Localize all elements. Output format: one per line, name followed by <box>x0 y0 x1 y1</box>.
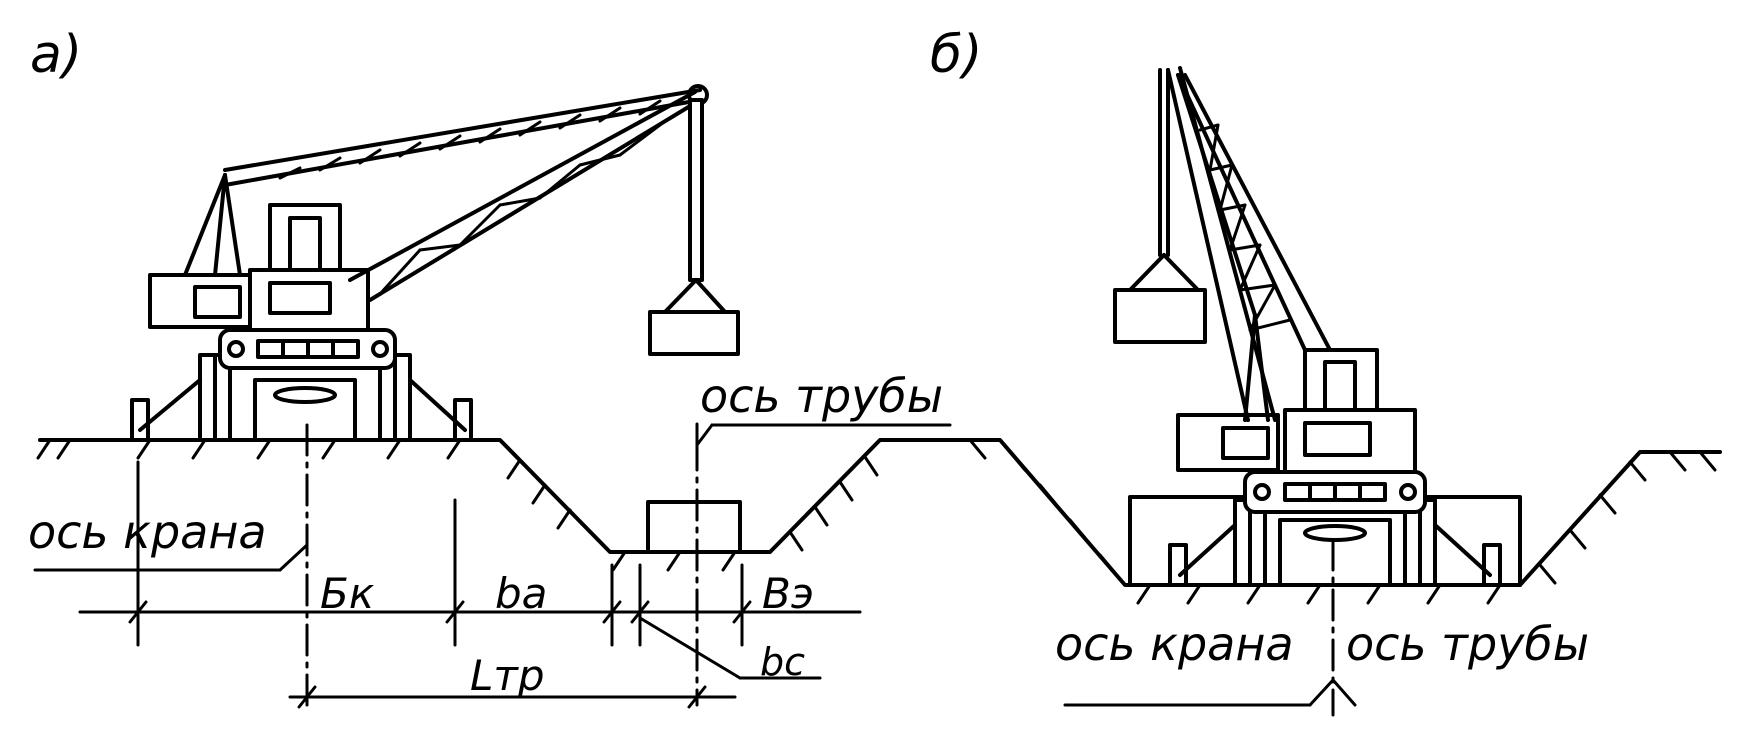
dim-label-bc: bс <box>760 640 805 684</box>
panel-a-axes <box>33 422 952 707</box>
dim-label-bk: Бк <box>320 569 375 618</box>
dim-label-ba: bа <box>495 569 547 618</box>
panel-a-pipe <box>646 500 742 554</box>
dim-label-ltr: Lтр <box>470 651 545 700</box>
panel-b-crane <box>1113 66 1502 587</box>
panel-b-tag: б) <box>930 25 982 85</box>
panel-b: б) <box>930 25 1722 717</box>
panel-b-axes <box>1063 538 1357 717</box>
panel-b-crane-axis-label: ось крана <box>1055 617 1294 671</box>
panel-a: а) <box>28 25 962 709</box>
panel-a-dimensions <box>78 460 862 709</box>
panel-a-tag: а) <box>30 25 82 85</box>
panel-a-crane-axis-label: ось крана <box>28 505 267 559</box>
panel-a-pipe-axis-label: ось трубы <box>700 369 943 423</box>
panel-a-crane <box>130 84 740 442</box>
dim-label-be: Вэ <box>762 569 814 618</box>
panel-b-pipe-axis-label: ось трубы <box>1346 617 1589 671</box>
